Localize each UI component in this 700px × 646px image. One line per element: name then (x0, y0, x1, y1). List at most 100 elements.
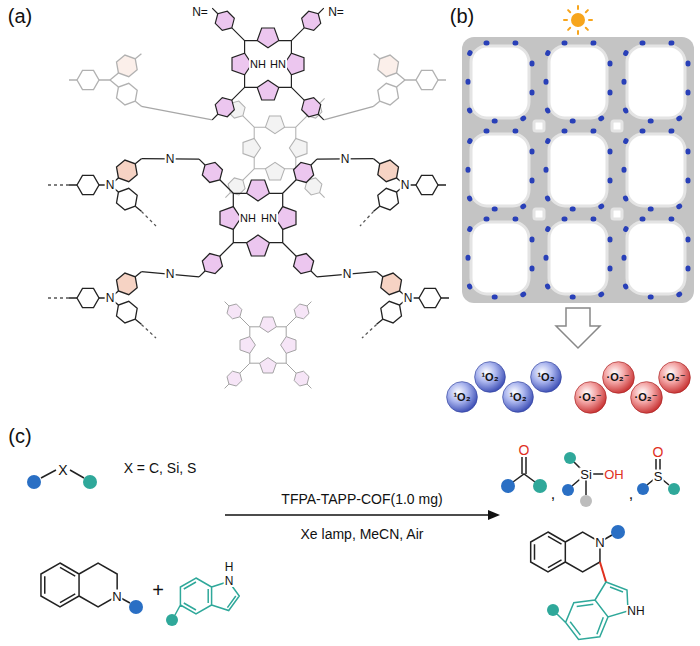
triphenylamine (69, 264, 148, 331)
atom-label: N (165, 153, 176, 165)
pore (549, 134, 607, 206)
pore (549, 46, 607, 118)
imine-link-faded (141, 106, 373, 119)
porphyrin-faded (225, 302, 312, 389)
framework-pores (471, 46, 685, 294)
separator: , (550, 486, 556, 502)
gray-group (580, 495, 592, 507)
teal-group (533, 479, 547, 493)
sun-disc (571, 13, 585, 27)
imine-link (141, 159, 376, 277)
triphenylamine-faded (69, 46, 148, 113)
oxygen-species-sphere: ·O₂⁻ (574, 381, 607, 414)
atom-label: N= (191, 6, 209, 18)
atom-label: N (340, 153, 351, 165)
atom-ring (624, 43, 688, 121)
porphyrin (212, 8, 324, 120)
plus-sign: + (151, 580, 165, 600)
blue-group (637, 483, 649, 495)
small-pore (612, 121, 622, 131)
molecule-bonds (41, 457, 669, 607)
atom-label: N (403, 292, 414, 304)
pore (627, 134, 685, 206)
sphere (447, 382, 478, 413)
triphenylamine (367, 151, 446, 218)
reaction-condition: Xe lamp, MeCN, Air (300, 527, 425, 541)
oxygen-species-sphere: ·O₂⁻ (602, 361, 635, 394)
atom-ring (624, 131, 688, 209)
atom-ring (468, 131, 532, 209)
teal-group (547, 604, 559, 616)
teal-group (564, 452, 576, 464)
oxygen-species-sphere: ¹O₂ (502, 381, 534, 413)
sphere (475, 362, 506, 393)
reaction-condition: TFPA-TAPP-COF(1.0 mg) (280, 492, 443, 506)
sphere (630, 381, 662, 413)
pore (627, 222, 685, 294)
teal-group (166, 614, 178, 626)
porphyrin (199, 159, 317, 277)
framework-ground (462, 37, 694, 303)
atom-ring (546, 43, 610, 121)
nitrogen-atoms (468, 43, 688, 297)
oxygen-species-sphere: ¹O₂ (446, 381, 478, 413)
atom-label: N (165, 268, 176, 280)
atom-ring (546, 131, 610, 209)
atom-label: N (105, 292, 116, 304)
teal-group (83, 475, 97, 489)
panel-label: (c) (7, 426, 32, 446)
oxygen-species-sphere: ·O₂⁻ (630, 381, 663, 414)
atom-label: O (518, 443, 531, 457)
atom-ring (624, 219, 688, 297)
oxygen-species-sphere: ·O₂⁻ (658, 361, 691, 394)
pore (471, 222, 529, 294)
panel-label: (b) (449, 6, 475, 26)
pore (471, 46, 529, 118)
atom-label: O (652, 445, 665, 459)
sun-icon (564, 6, 592, 34)
atom-label: N (224, 575, 235, 587)
atom-ring (468, 43, 532, 121)
substituent-blue (27, 475, 649, 614)
teal-group (668, 483, 680, 495)
atom-label: NH (626, 605, 645, 617)
sphere (658, 361, 690, 393)
blue-group (129, 600, 143, 614)
species-label: ¹O₂ (481, 372, 498, 383)
species-label: ·O₂⁻ (607, 372, 630, 383)
atom-label: OH (603, 468, 625, 481)
atom-label: NH (249, 59, 267, 70)
substrate-note: X = C, Si, S (123, 461, 198, 475)
atom-label: X (57, 463, 68, 477)
indole-bonds (175, 578, 628, 640)
pore (627, 46, 685, 118)
panel-label: (a) (7, 6, 33, 26)
blue-group (562, 484, 574, 496)
small-pore (534, 121, 544, 131)
oxygen-species-sphere: ¹O₂ (474, 361, 506, 393)
new-bond (600, 562, 606, 582)
atom-label: HN (269, 59, 287, 70)
atom-label: N (111, 590, 122, 603)
species-label: ¹O₂ (509, 392, 526, 403)
small-pore (612, 209, 622, 219)
atom-label: HN (260, 213, 278, 224)
species-label: ·O₂⁻ (635, 392, 658, 403)
substituent-teal (83, 452, 680, 626)
separator: , (628, 486, 634, 502)
sphere (503, 382, 534, 413)
sphere (602, 361, 634, 393)
atom-label: H (224, 561, 235, 573)
atom-label: N (342, 268, 353, 280)
sun-rays (564, 6, 592, 34)
atom-label: N (400, 179, 411, 191)
blue-group (501, 479, 515, 493)
species-label: ¹O₂ (453, 392, 470, 403)
sphere (574, 381, 606, 413)
atom-ring (546, 219, 610, 297)
atom-label: N= (327, 6, 345, 18)
atom-label: NH (239, 213, 257, 224)
triphenylamine-faded (367, 46, 446, 113)
pore (471, 134, 529, 206)
